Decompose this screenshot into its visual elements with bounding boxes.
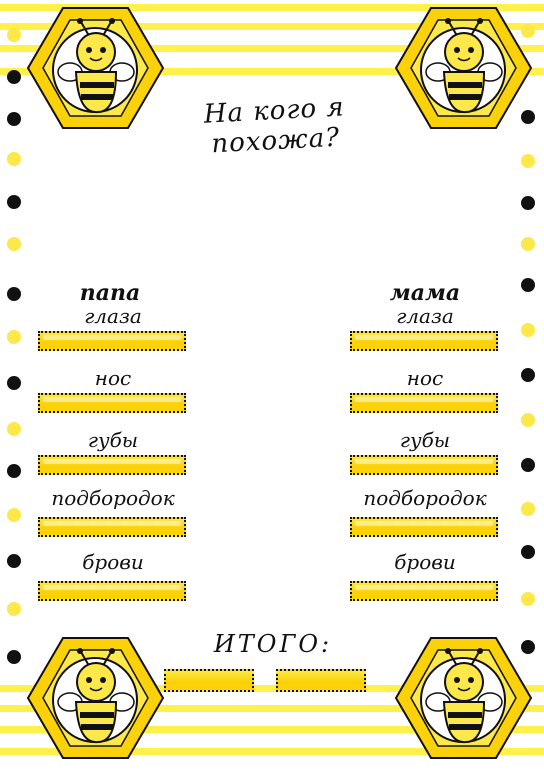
answer-field-mama-eyes[interactable] — [350, 331, 498, 351]
feature-label: подбородок — [51, 486, 175, 510]
column-heading-papa: папа — [79, 280, 141, 306]
bee-icon — [26, 7, 165, 129]
bee-icon — [394, 7, 533, 129]
total-field-mama[interactable] — [276, 669, 366, 692]
feature-label: брови — [82, 550, 144, 574]
total-field-papa[interactable] — [164, 669, 254, 692]
answer-field-mama-nose[interactable] — [350, 393, 498, 413]
feature-label: губы — [87, 428, 139, 452]
total-label: ИТОГО: — [213, 630, 333, 658]
feature-label: брови — [394, 550, 456, 574]
page-title: На кого я похожа? — [203, 92, 346, 160]
feature-label: нос — [94, 366, 132, 390]
feature-label: губы — [399, 428, 451, 452]
bee-icon — [26, 637, 165, 759]
answer-field-mama-chin[interactable] — [350, 517, 498, 537]
answer-field-papa-nose[interactable] — [38, 393, 186, 413]
feature-label: подбородок — [363, 486, 487, 510]
answer-field-papa-eyes[interactable] — [38, 331, 186, 351]
bee-icon — [394, 637, 533, 759]
answer-field-mama-brows[interactable] — [350, 581, 498, 601]
column-heading-mama: мама — [389, 280, 461, 306]
answer-field-mama-lips[interactable] — [350, 455, 498, 475]
answer-field-papa-chin[interactable] — [38, 517, 186, 537]
feature-label: глаза — [396, 304, 454, 328]
feature-label: нос — [406, 366, 444, 390]
answer-field-papa-brows[interactable] — [38, 581, 186, 601]
feature-label: глаза — [84, 304, 142, 328]
answer-field-papa-lips[interactable] — [38, 455, 186, 475]
